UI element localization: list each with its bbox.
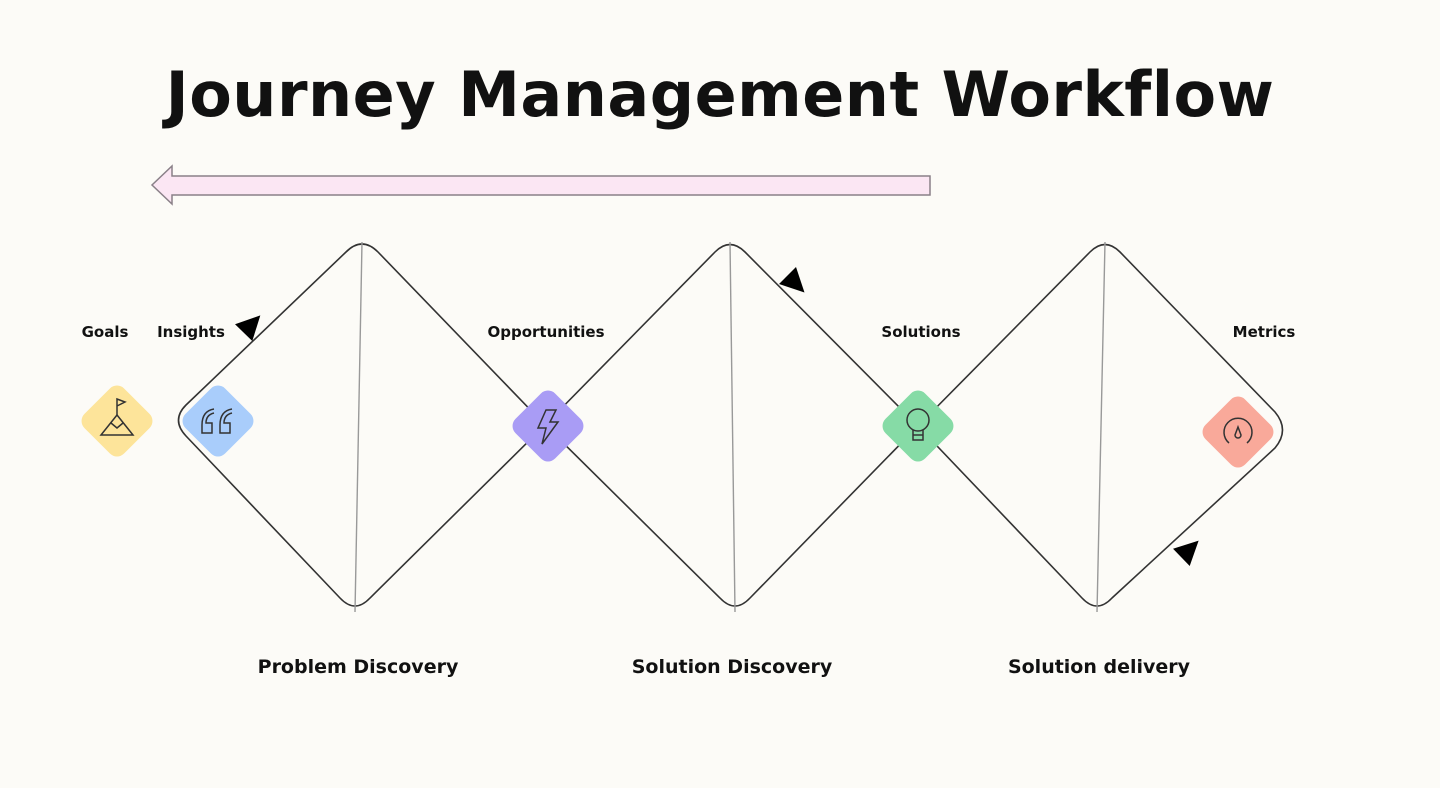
- flag-mountain-icon: [99, 397, 135, 436]
- opportunities-node[interactable]: [508, 386, 587, 465]
- stage-label-insights: Insights: [157, 323, 225, 341]
- diamond-solution-discovery: [543, 243, 920, 607]
- phase-label-problem-discovery: Problem Discovery: [258, 656, 459, 678]
- stage-label-opportunities: Opportunities: [487, 323, 604, 341]
- phase-label-solution-discovery: Solution Discovery: [632, 656, 833, 678]
- arrowhead-1: [235, 315, 261, 341]
- diamond-solution-delivery: [916, 243, 1284, 607]
- stage-label-solutions: Solutions: [881, 323, 960, 341]
- insights-node[interactable]: [178, 381, 257, 460]
- quote-icon: [201, 408, 233, 434]
- back-arrow: [150, 164, 931, 206]
- divider-1: [354, 241, 363, 613]
- lightning-icon: [536, 409, 560, 445]
- page-title: Journey Management Workflow: [165, 58, 1275, 131]
- goals-node[interactable]: [77, 381, 156, 460]
- arrowhead-3: [1173, 540, 1199, 566]
- solutions-node[interactable]: [878, 386, 957, 465]
- phase-label-solution-delivery: Solution delivery: [1008, 656, 1191, 678]
- diamond-problem-discovery: [177, 243, 547, 607]
- stage-label-goals: Goals: [82, 323, 129, 341]
- gauge-icon: [1223, 417, 1253, 444]
- metrics-node[interactable]: [1198, 392, 1277, 471]
- arrowhead-2: [779, 267, 805, 293]
- stage-label-metrics: Metrics: [1233, 323, 1296, 341]
- divider-2: [729, 241, 736, 613]
- divider-3: [1096, 241, 1106, 613]
- lightbulb-icon: [906, 408, 930, 441]
